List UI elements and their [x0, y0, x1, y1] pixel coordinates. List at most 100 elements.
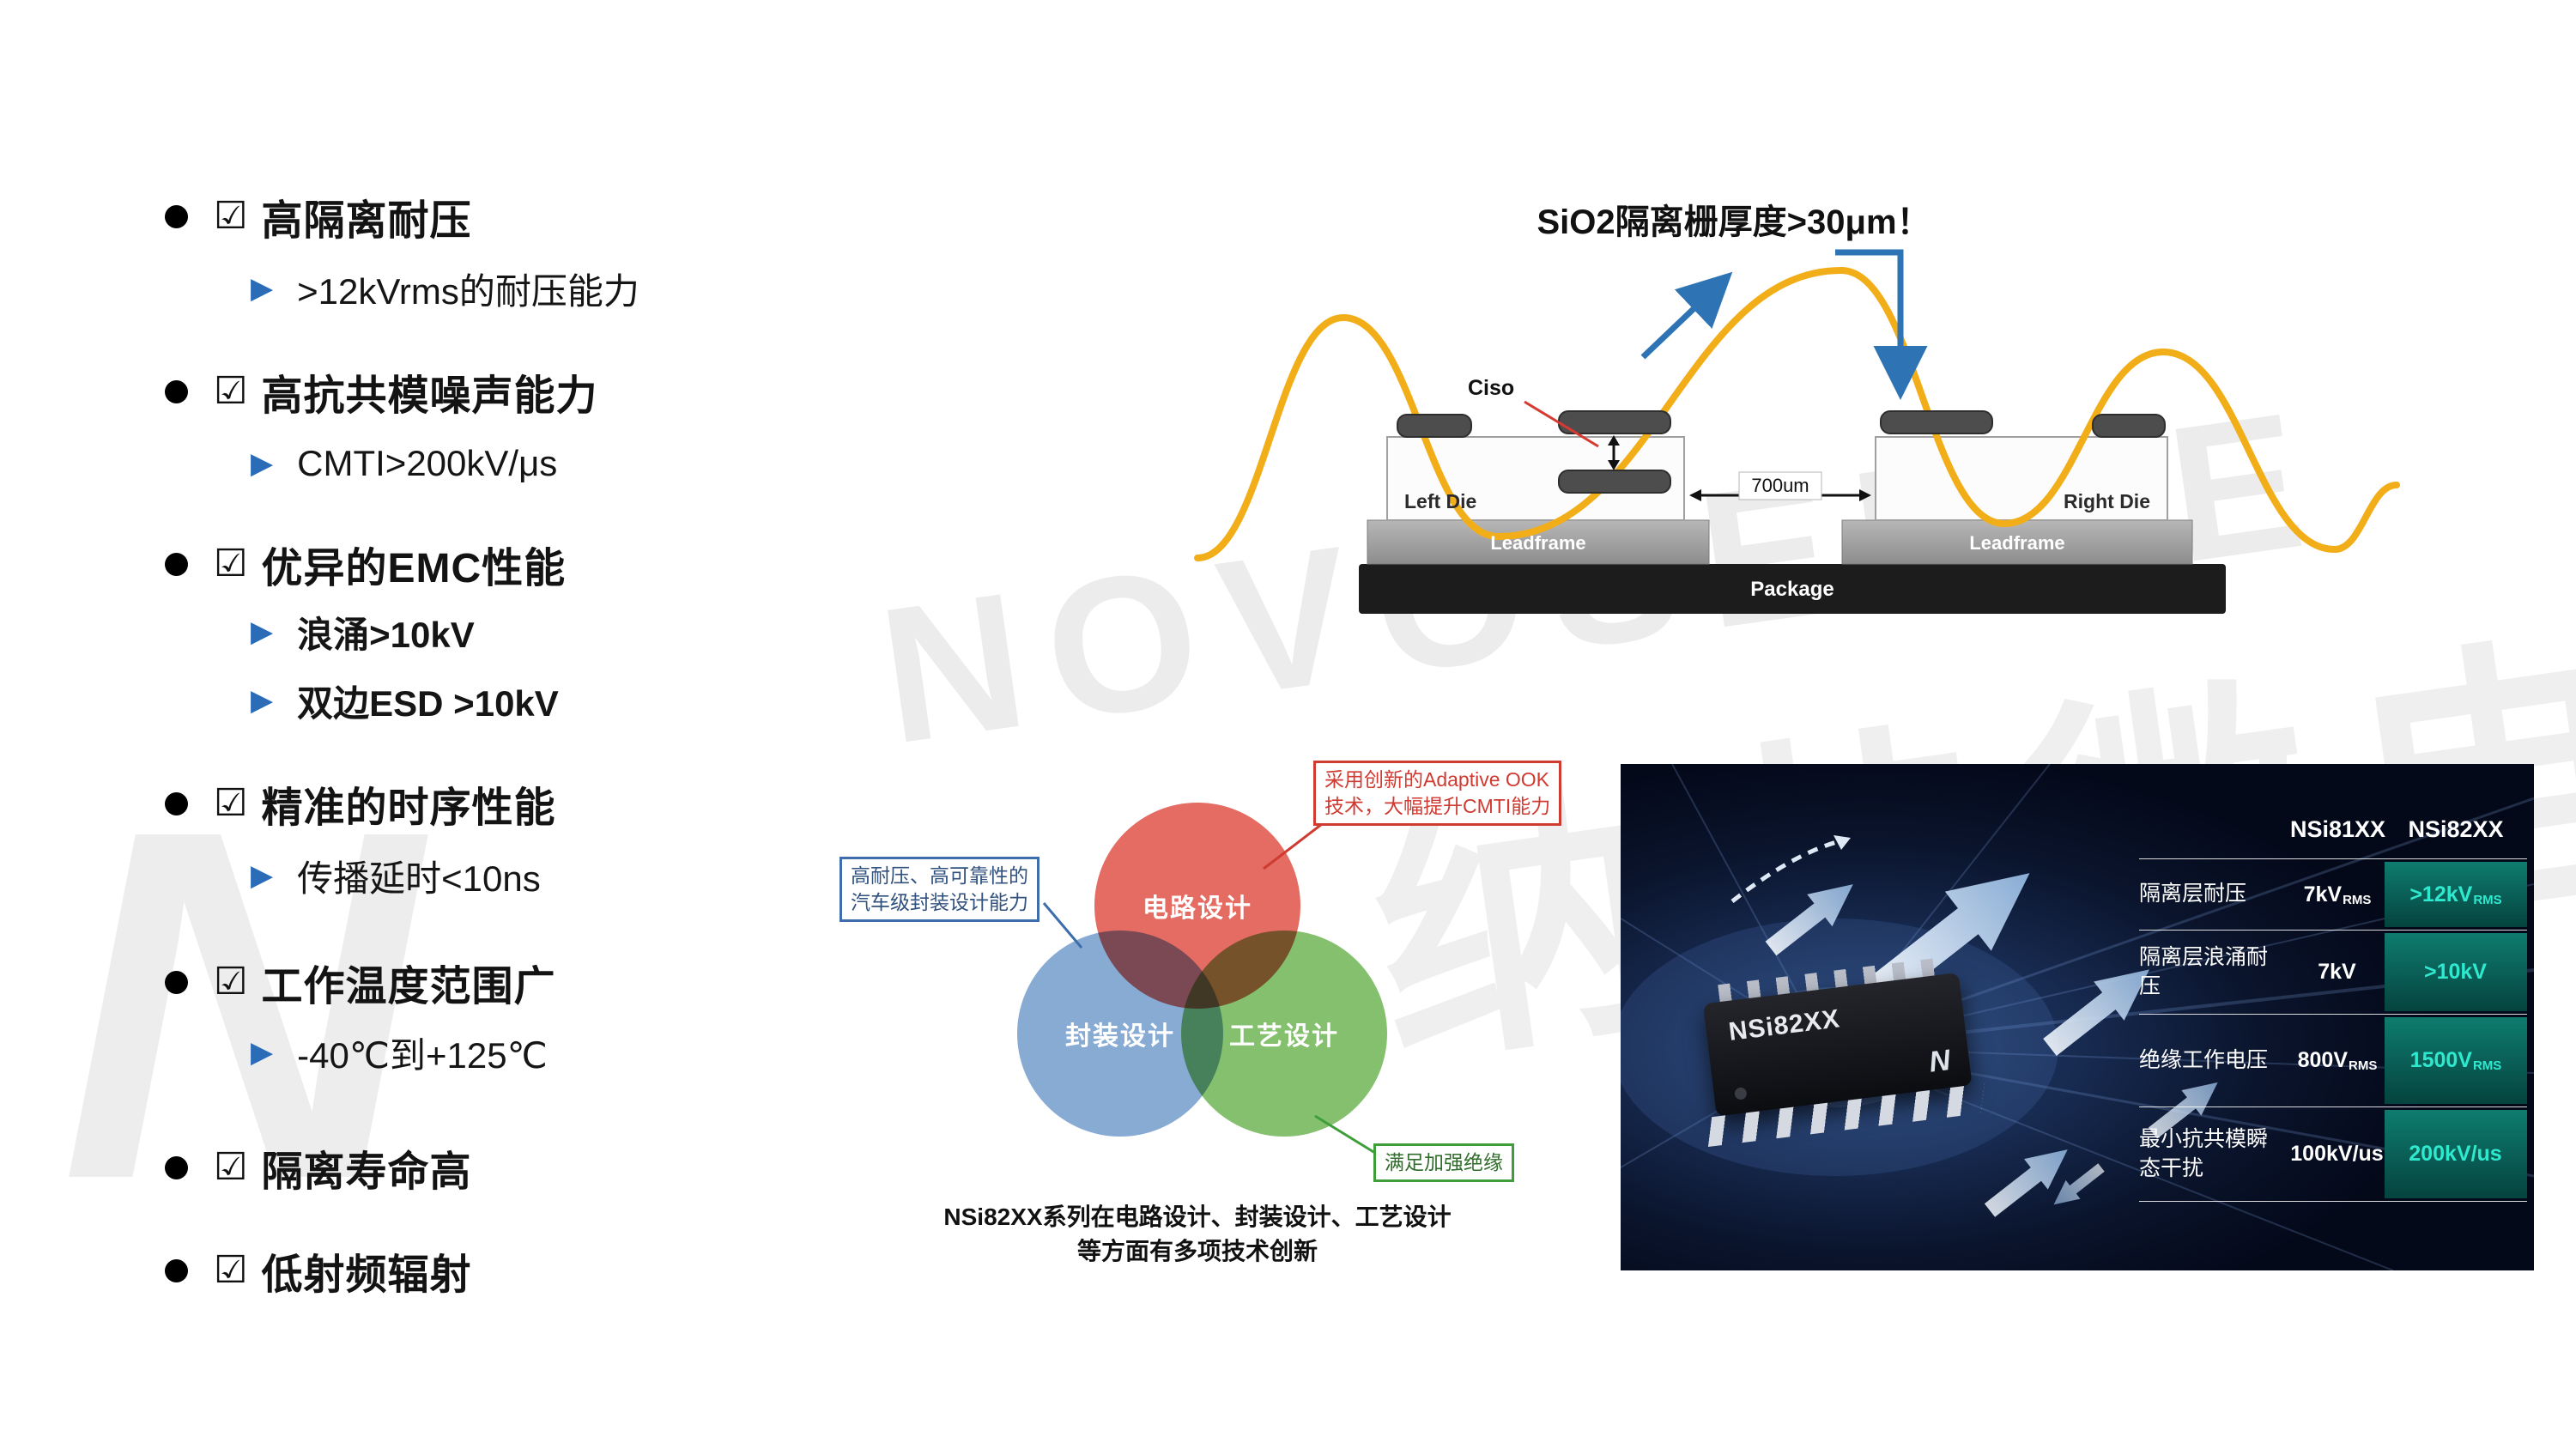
triangle-bullet-icon: ▶: [251, 1036, 274, 1069]
sio2-arrow-right-icon: [1835, 249, 1928, 400]
package-callout: 高耐压、高可靠性的 汽车级封装设计能力: [839, 857, 1039, 922]
spec-value-nsi81xx: 100kV/us: [2290, 1142, 2384, 1166]
spec-row: 最小抗共模瞬态干扰 100kV/us 200kV/us: [2139, 1106, 2527, 1202]
feature-sub-item: ▶ 双边ESD >10kV: [251, 676, 559, 724]
design-venn-diagram: 电路设计 封装设计 工艺设计 采用创新的Adaptive OOK 技术，大幅提升…: [824, 755, 1579, 1279]
process-design-label: 工艺设计: [1229, 1022, 1339, 1051]
feature-item: ☑ 精准的时序性能: [165, 777, 555, 831]
triangle-bullet-icon: ▶: [251, 272, 274, 305]
package-cross-section-diagram: Ciso 700um SiO2隔离栅厚度>30μm！ Left Die Righ…: [1194, 203, 2400, 614]
bullet-icon: [165, 1258, 188, 1282]
process-callout: 满足加强绝缘: [1373, 1143, 1514, 1182]
dashed-arrow-icon: [1730, 839, 1840, 903]
diagram-title: SiO2隔离栅厚度>30μm！: [1537, 203, 1930, 241]
feature-item: ☑ 优异的EMC性能: [165, 537, 566, 591]
feature-title: 隔离寿命高: [261, 1149, 472, 1195]
feature-sub-text: 双边ESD >10kV: [297, 682, 559, 724]
process-callout-line1: 满足加强绝缘: [1385, 1151, 1503, 1173]
circuit-callout-line2: 技术，大幅提升CMTI能力: [1324, 795, 1551, 817]
feature-item: ☑ 隔离寿命高: [165, 1141, 471, 1195]
ciso-label: Ciso: [1468, 376, 1514, 400]
feature-title: 高抗共模噪声能力: [261, 373, 598, 419]
bullet-icon: [165, 552, 188, 576]
feature-list: ☑ 高隔离耐压 ▶ >12kVrms的耐压能力 ☑ 高抗共模噪声能力 ▶ CMT…: [0, 0, 841, 1449]
package-label: Package: [1750, 578, 1834, 601]
package-callout-line1: 高耐压、高可靠性的: [851, 864, 1028, 887]
feature-title: 精准的时序性能: [261, 785, 556, 831]
feature-item: ☑ 低射频辐射: [165, 1244, 471, 1298]
checkbox-icon: ☑: [214, 370, 248, 412]
leadframe-left-label: Leadframe: [1490, 532, 1585, 554]
column-header-nsi81xx: NSi81XX: [2290, 815, 2386, 842]
leadframe-right: [1841, 519, 2193, 565]
triangle-bullet-icon: ▶: [251, 859, 274, 892]
bullet-icon: [165, 204, 188, 228]
spec-row-label: 绝缘工作电压: [2139, 1047, 2269, 1072]
sio2-arrow-left-icon: [1640, 271, 1733, 360]
chip-n-logo-icon: N: [1927, 1044, 1953, 1079]
triangle-bullet-icon: ▶: [251, 447, 274, 480]
feature-sub-item: ▶ >12kVrms的耐压能力: [251, 264, 639, 312]
spec-row-label: 隔离层浪涌耐压: [2139, 944, 2269, 998]
package-body: [1359, 564, 2226, 614]
spec-row-label: 隔离层耐压: [2139, 882, 2247, 906]
feature-sub-text: CMTI>200kV/μs: [297, 443, 558, 483]
chip-part-number: NSi82XX: [1727, 1004, 1842, 1046]
leadframe-right-label: Leadframe: [1969, 532, 2064, 554]
feature-item: ☑ 高隔离耐压: [165, 190, 471, 244]
feature-sub-text: 浪涌>10kV: [297, 614, 475, 655]
checkbox-icon: ☑: [214, 1146, 248, 1188]
ciso-pointer-line: [1524, 400, 1599, 448]
spec-value-nsi82xx: 200kV/us: [2385, 1107, 2527, 1201]
bullet-icon: [165, 791, 188, 815]
process-design-circle: [1181, 931, 1387, 1137]
feature-title: 优异的EMC性能: [261, 546, 567, 591]
feature-sub-text: 传播延时<10ns: [297, 858, 541, 899]
bullet-icon: [165, 379, 188, 403]
feature-sub-text: -40℃到+125℃: [297, 1034, 548, 1076]
package-callout-line2: 汽车级封装设计能力: [851, 891, 1028, 913]
die-gap-label: 700um: [1751, 475, 1809, 496]
feature-title: 工作温度范围广: [261, 964, 556, 1009]
spec-table-header: NSi81XX NSi82XX: [2139, 800, 2527, 858]
circuit-design-label: 电路设计: [1143, 894, 1252, 923]
bond-pads: [1397, 410, 2166, 494]
checkbox-icon: ☑: [214, 543, 248, 585]
feature-sub-item: ▶ CMTI>200kV/μs: [251, 440, 557, 488]
triangle-bullet-icon: ▶: [251, 684, 274, 717]
triangle-bullet-icon: ▶: [251, 615, 274, 648]
growth-arrows-icon: [1730, 835, 2228, 1226]
checkbox-icon: ☑: [214, 782, 248, 824]
checkbox-icon: ☑: [214, 195, 248, 237]
feature-item: ☑ 工作温度范围广: [165, 955, 555, 1009]
chip-pin1-dot: [1734, 1087, 1748, 1100]
feature-title: 低射频辐射: [261, 1252, 472, 1298]
feature-sub-item: ▶ -40℃到+125℃: [251, 1028, 548, 1076]
spec-row: 隔离层浪涌耐压 7kV >10kV: [2139, 930, 2527, 1014]
checkbox-icon: ☑: [214, 961, 248, 1003]
spec-value-nsi82xx: >10kV: [2385, 931, 2527, 1014]
feature-sub-item: ▶ 传播延时<10ns: [251, 852, 541, 900]
venn-connector-lines: [1042, 822, 1383, 1159]
feature-item: ☑ 高抗共模噪声能力: [165, 365, 597, 419]
package-design-label: 封装设计: [1065, 1022, 1175, 1051]
chip-illustration: NSi82XX N: [1692, 954, 1995, 1167]
bullet-icon: [165, 1155, 188, 1179]
circuit-callout: 采用创新的Adaptive OOK 技术，大幅提升CMTI能力: [1313, 761, 1562, 826]
feature-sub-item: ▶ 浪涌>10kV: [251, 608, 475, 656]
spec-value-nsi81xx: 7kV: [2318, 960, 2356, 984]
feature-sub-text: >12kVrms的耐压能力: [297, 270, 639, 312]
bullet-icon: [165, 970, 188, 994]
feature-title: 高隔离耐压: [261, 198, 472, 244]
checkbox-icon: ☑: [214, 1249, 248, 1291]
ciso-dimension-arrow: [1608, 435, 1620, 470]
isolation-voltage-wave: [1194, 266, 2400, 561]
column-header-nsi82xx: NSi82XX: [2408, 815, 2504, 842]
spec-row-label: 最小抗共模瞬态干扰: [2139, 1126, 2269, 1180]
